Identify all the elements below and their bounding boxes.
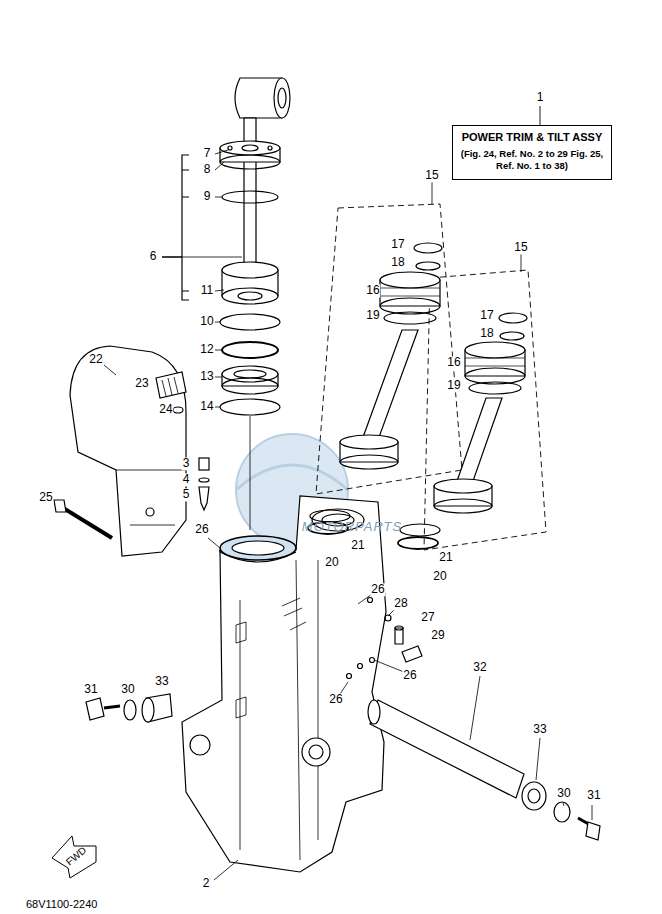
callout-number: 26	[402, 669, 417, 682]
callout-number: 11	[200, 284, 214, 297]
callout-number: 31	[586, 789, 601, 802]
callout-number: 12	[199, 343, 214, 356]
callout-number: 21	[438, 551, 453, 564]
callout-number: 3	[182, 457, 191, 470]
callout-number: 24	[158, 403, 173, 416]
callout-number: 13	[199, 370, 214, 383]
figure-reference: (Fig. 24, Ref. No. 2 to 29 Fig. 25, Ref.…	[457, 148, 607, 173]
callout-number: 19	[446, 379, 461, 392]
callout-number: 33	[154, 675, 169, 688]
callout-number: 25	[38, 491, 53, 504]
callout-number: 20	[432, 570, 447, 583]
callout-number: 33	[532, 723, 547, 736]
callout-number: 19	[365, 309, 380, 322]
callout-number: 21	[350, 539, 365, 552]
callout-number: 15	[513, 241, 528, 254]
callout-number: 26	[370, 583, 385, 596]
callout-number: 22	[88, 353, 103, 366]
watermark: MOTORPARTS	[301, 520, 403, 534]
assembly-box: POWER TRIM & TILT ASSY (Fig. 24, Ref. No.…	[452, 125, 612, 180]
assembly-title: POWER TRIM & TILT ASSY	[457, 131, 607, 145]
callout-number: 4	[182, 473, 191, 486]
callout-number: 27	[420, 611, 435, 624]
callout-number: 15	[424, 169, 439, 182]
callout-number: 9	[203, 190, 212, 203]
callout-number: 17	[390, 238, 405, 251]
callout-number: 30	[120, 683, 135, 696]
callout-number: 18	[390, 256, 405, 269]
callout-number: 2	[202, 877, 211, 890]
callout-number: 26	[194, 523, 209, 536]
callout-number: 8	[203, 163, 212, 176]
callout-number: 17	[479, 309, 494, 322]
callout-number: 7	[203, 147, 212, 160]
callout-number: 20	[324, 556, 339, 569]
callout-number: 16	[365, 284, 380, 297]
callout-number: 26	[328, 693, 343, 706]
diagram-code: 68V1100-2240	[25, 898, 98, 910]
callout-number: 32	[472, 661, 487, 674]
callout-number: 30	[556, 787, 571, 800]
callout-number: 28	[393, 597, 408, 610]
callout-number: 18	[479, 327, 494, 340]
callout-number: 29	[430, 629, 445, 642]
callout-number: 14	[199, 400, 214, 413]
callout-number: 10	[199, 315, 214, 328]
callout-number: 6	[149, 250, 158, 263]
callout-number: 31	[83, 683, 98, 696]
callout-number: 23	[134, 377, 149, 390]
callout-number: 1	[536, 91, 545, 104]
callout-number: 16	[446, 356, 461, 369]
callout-number: 5	[182, 488, 191, 501]
